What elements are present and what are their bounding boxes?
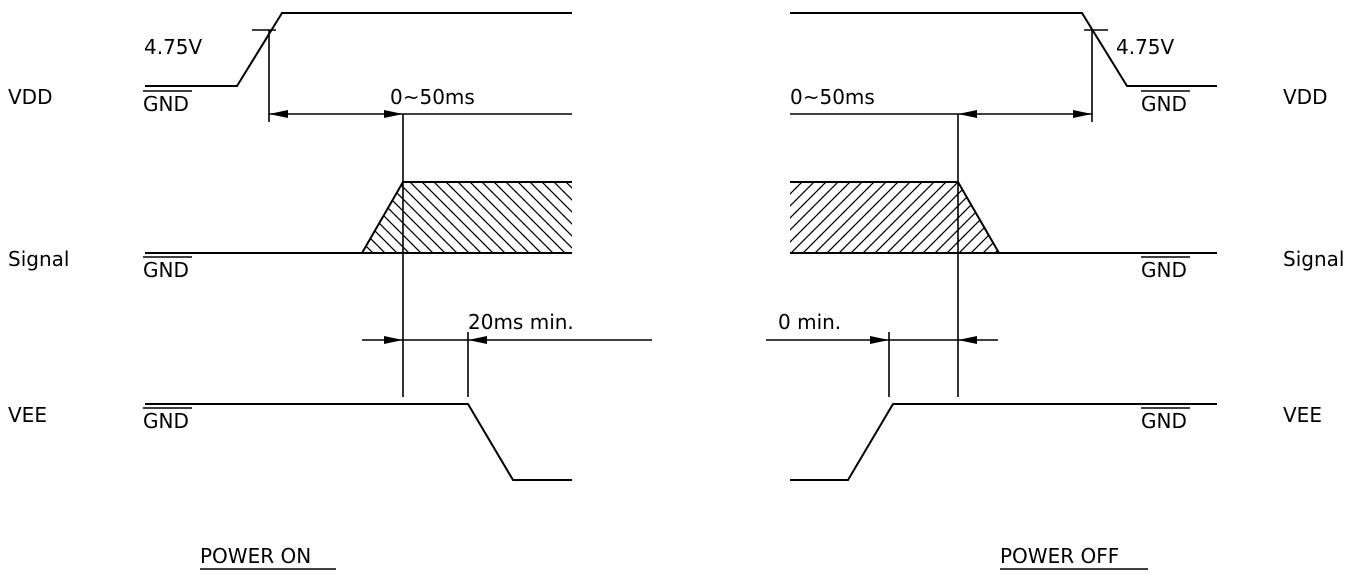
row-label-vee-left: VEE — [8, 403, 47, 427]
power-off-vdd-waveform — [790, 12, 1217, 87]
power-on-title: POWER ON — [200, 544, 311, 568]
power-on-vdd-delay-label: 0~50ms — [390, 85, 475, 109]
power-off-diagram: 4.75V GND 0~50ms GND 0 min. GND POWER OF… — [766, 12, 1217, 570]
power-off-vee-gnd-label: GND — [1141, 409, 1187, 433]
power-on-vdd-threshold-label: 4.75V — [144, 35, 203, 59]
power-on-vdd-waveform — [145, 12, 572, 87]
row-label-signal-right: Signal — [1283, 247, 1344, 271]
row-label-vee-right: VEE — [1283, 403, 1322, 427]
power-on-vdd-arrow-left — [269, 110, 288, 118]
power-off-signal-fall-edge — [790, 181, 1000, 254]
power-off-vdd-arrow-left — [958, 110, 977, 118]
power-off-vdd-delay-label: 0~50ms — [790, 85, 875, 109]
power-off-vee-arrow-left — [870, 336, 889, 344]
row-label-signal-left: Signal — [8, 247, 69, 271]
power-off-title: POWER OFF — [1000, 544, 1119, 568]
power-off-signal-gnd-label: GND — [1141, 258, 1187, 282]
power-on-vee-gnd-label: GND — [143, 409, 189, 433]
power-on-vee-arrow-left — [384, 336, 403, 344]
power-on-signal-gnd-label: GND — [143, 258, 189, 282]
row-label-vdd-right: VDD — [1283, 85, 1327, 109]
power-off-vee-arrow-right — [958, 336, 977, 344]
power-on-vdd-gnd-label: GND — [143, 92, 189, 116]
power-off-vee-waveform — [790, 403, 1217, 481]
power-on-vee-waveform — [145, 403, 572, 481]
power-off-vdd-threshold-label: 4.75V — [1116, 35, 1175, 59]
power-on-diagram: 4.75V GND 0~50ms GND 20ms min. GND POWER… — [143, 12, 652, 570]
power-off-vdd-gnd-label: GND — [1141, 92, 1187, 116]
power-on-vdd-arrow-right — [384, 110, 403, 118]
power-on-vee-delay-label: 20ms min. — [468, 310, 574, 334]
power-on-signal-rise-edge — [361, 181, 572, 254]
power-on-signal-hatch — [362, 182, 572, 253]
power-off-vdd-arrow-right — [1073, 110, 1092, 118]
power-on-vee-arrow-right — [468, 336, 487, 344]
row-label-vdd-left: VDD — [8, 85, 52, 109]
power-off-vee-delay-label: 0 min. — [778, 310, 841, 334]
power-off-signal-hatch — [790, 182, 999, 253]
